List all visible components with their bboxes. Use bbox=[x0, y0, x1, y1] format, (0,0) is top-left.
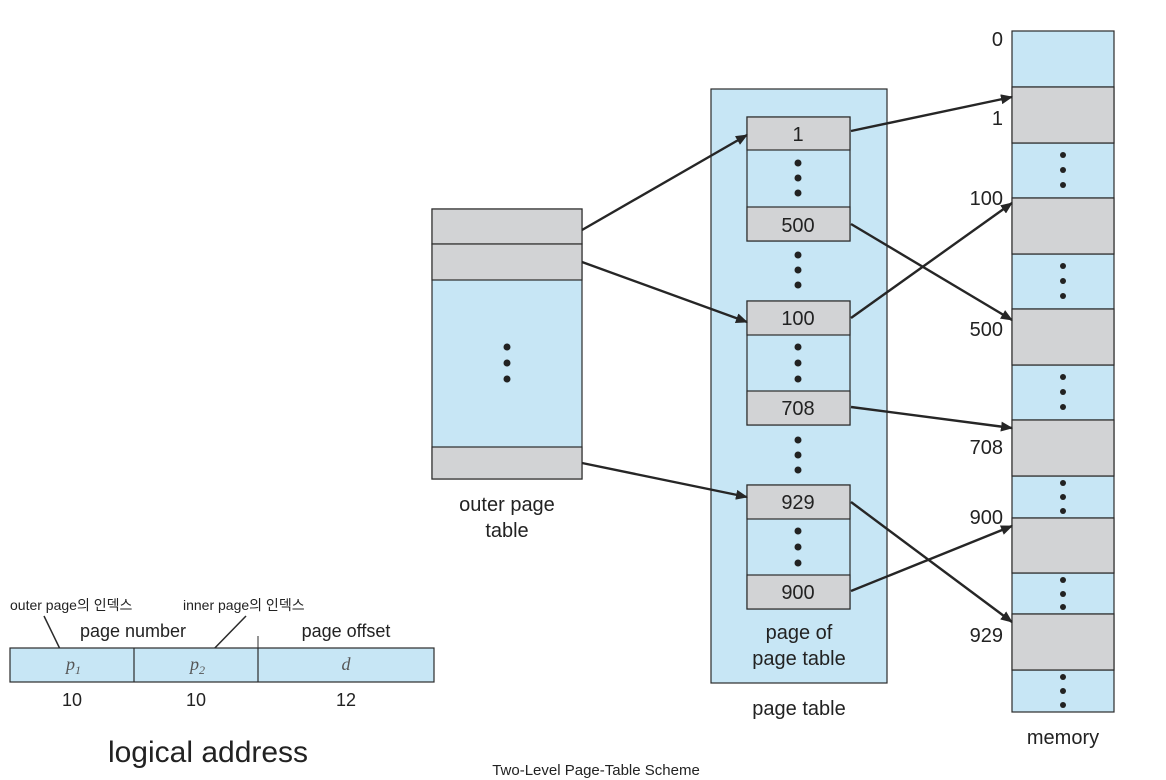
memory-frame-100 bbox=[1011, 197, 1115, 255]
arrow-entry-929-to-frame-929 bbox=[850, 501, 1013, 623]
bits-p2: 10 bbox=[186, 690, 206, 710]
outer-entry-1 bbox=[431, 208, 583, 245]
field-p1: p1 bbox=[64, 654, 81, 677]
memory-address: 0 bbox=[992, 29, 1003, 51]
outer-index-label: outer page의 인덱스 bbox=[10, 597, 132, 613]
memory-label: memory bbox=[1027, 727, 1099, 749]
arrow-entry-708-to-frame-708 bbox=[850, 405, 1013, 432]
memory-frame-929 bbox=[1011, 613, 1115, 671]
page-offset-label: page offset bbox=[302, 621, 391, 641]
entry-label: 1 bbox=[792, 124, 803, 146]
field-p2: p2 bbox=[188, 654, 205, 677]
entry-label: 900 bbox=[781, 582, 814, 604]
arrow-entry-900-to-frame-900 bbox=[850, 524, 1013, 593]
inner-page-table-2: 100 708 bbox=[746, 300, 851, 426]
memory-address: 929 bbox=[970, 625, 1003, 647]
page-table: 1 500 100 708 bbox=[710, 88, 888, 720]
arrow-outer-to-inner-2 bbox=[581, 260, 748, 324]
memory: 0 1 100 500 708 900 929 memory bbox=[970, 29, 1115, 749]
memory-address: 100 bbox=[970, 188, 1003, 210]
between-ellipsis-1 bbox=[794, 251, 802, 289]
logical-address-title: logical address bbox=[108, 736, 308, 769]
figure-caption: Two-Level Page-Table Scheme bbox=[492, 762, 700, 779]
entry-label: 100 bbox=[781, 308, 814, 330]
bits-p1: 10 bbox=[62, 690, 82, 710]
bits-d: 12 bbox=[336, 690, 356, 710]
entry-label: 708 bbox=[781, 398, 814, 420]
inner-index-label: inner page의 인덱스 bbox=[183, 597, 305, 613]
outer-page-table: outer page table bbox=[431, 208, 583, 542]
memory-address: 900 bbox=[970, 507, 1003, 529]
outer-entry-last bbox=[431, 446, 583, 480]
memory-column bbox=[1011, 30, 1115, 713]
memory-frame-708 bbox=[1011, 419, 1115, 477]
arrow-entry-1-to-frame-1 bbox=[850, 94, 1013, 133]
arrow-entry-100-to-frame-100 bbox=[850, 202, 1013, 319]
logical-address: outer page의 인덱스 inner page의 인덱스 page num… bbox=[9, 597, 435, 769]
entry-label: 500 bbox=[781, 215, 814, 237]
arrow-outer-to-inner-1 bbox=[581, 133, 748, 232]
memory-address: 1 bbox=[992, 108, 1003, 130]
page-table-entry-900 bbox=[746, 574, 851, 610]
field-d: d bbox=[342, 654, 352, 674]
arrows bbox=[581, 94, 1013, 623]
page-of-page-table-label-1: page of bbox=[766, 622, 833, 644]
outer-index-pointer-line bbox=[43, 615, 61, 650]
outer-entry-2 bbox=[431, 243, 583, 281]
memory-address: 500 bbox=[970, 319, 1003, 341]
page-table-entry-708 bbox=[746, 390, 851, 426]
logical-address-bar bbox=[9, 647, 435, 683]
memory-frame-1 bbox=[1011, 86, 1115, 144]
inner-page-table-3: 929 900 bbox=[746, 484, 851, 610]
between-ellipsis-2 bbox=[794, 436, 802, 474]
page-table-entry-1 bbox=[746, 116, 851, 151]
outer-page-table-label-2: table bbox=[485, 520, 528, 542]
memory-frame-900 bbox=[1011, 517, 1115, 574]
arrow-outer-to-inner-3 bbox=[581, 461, 748, 500]
page-number-label: page number bbox=[80, 621, 186, 641]
entry-label: 929 bbox=[781, 492, 814, 514]
page-table-label: page table bbox=[752, 698, 845, 720]
page-table-entry-929 bbox=[746, 484, 851, 520]
inner-page-table-1: 1 500 bbox=[746, 116, 851, 242]
outer-ellipsis bbox=[503, 343, 511, 383]
arrow-entry-500-to-frame-500 bbox=[850, 222, 1013, 322]
outer-page-table-label-1: outer page bbox=[459, 494, 555, 516]
memory-ellipses bbox=[1060, 152, 1066, 708]
page-table-entry-500 bbox=[746, 206, 851, 242]
page-of-page-table-label-2: page table bbox=[752, 648, 845, 670]
memory-address: 708 bbox=[970, 437, 1003, 459]
memory-frame-500 bbox=[1011, 308, 1115, 366]
